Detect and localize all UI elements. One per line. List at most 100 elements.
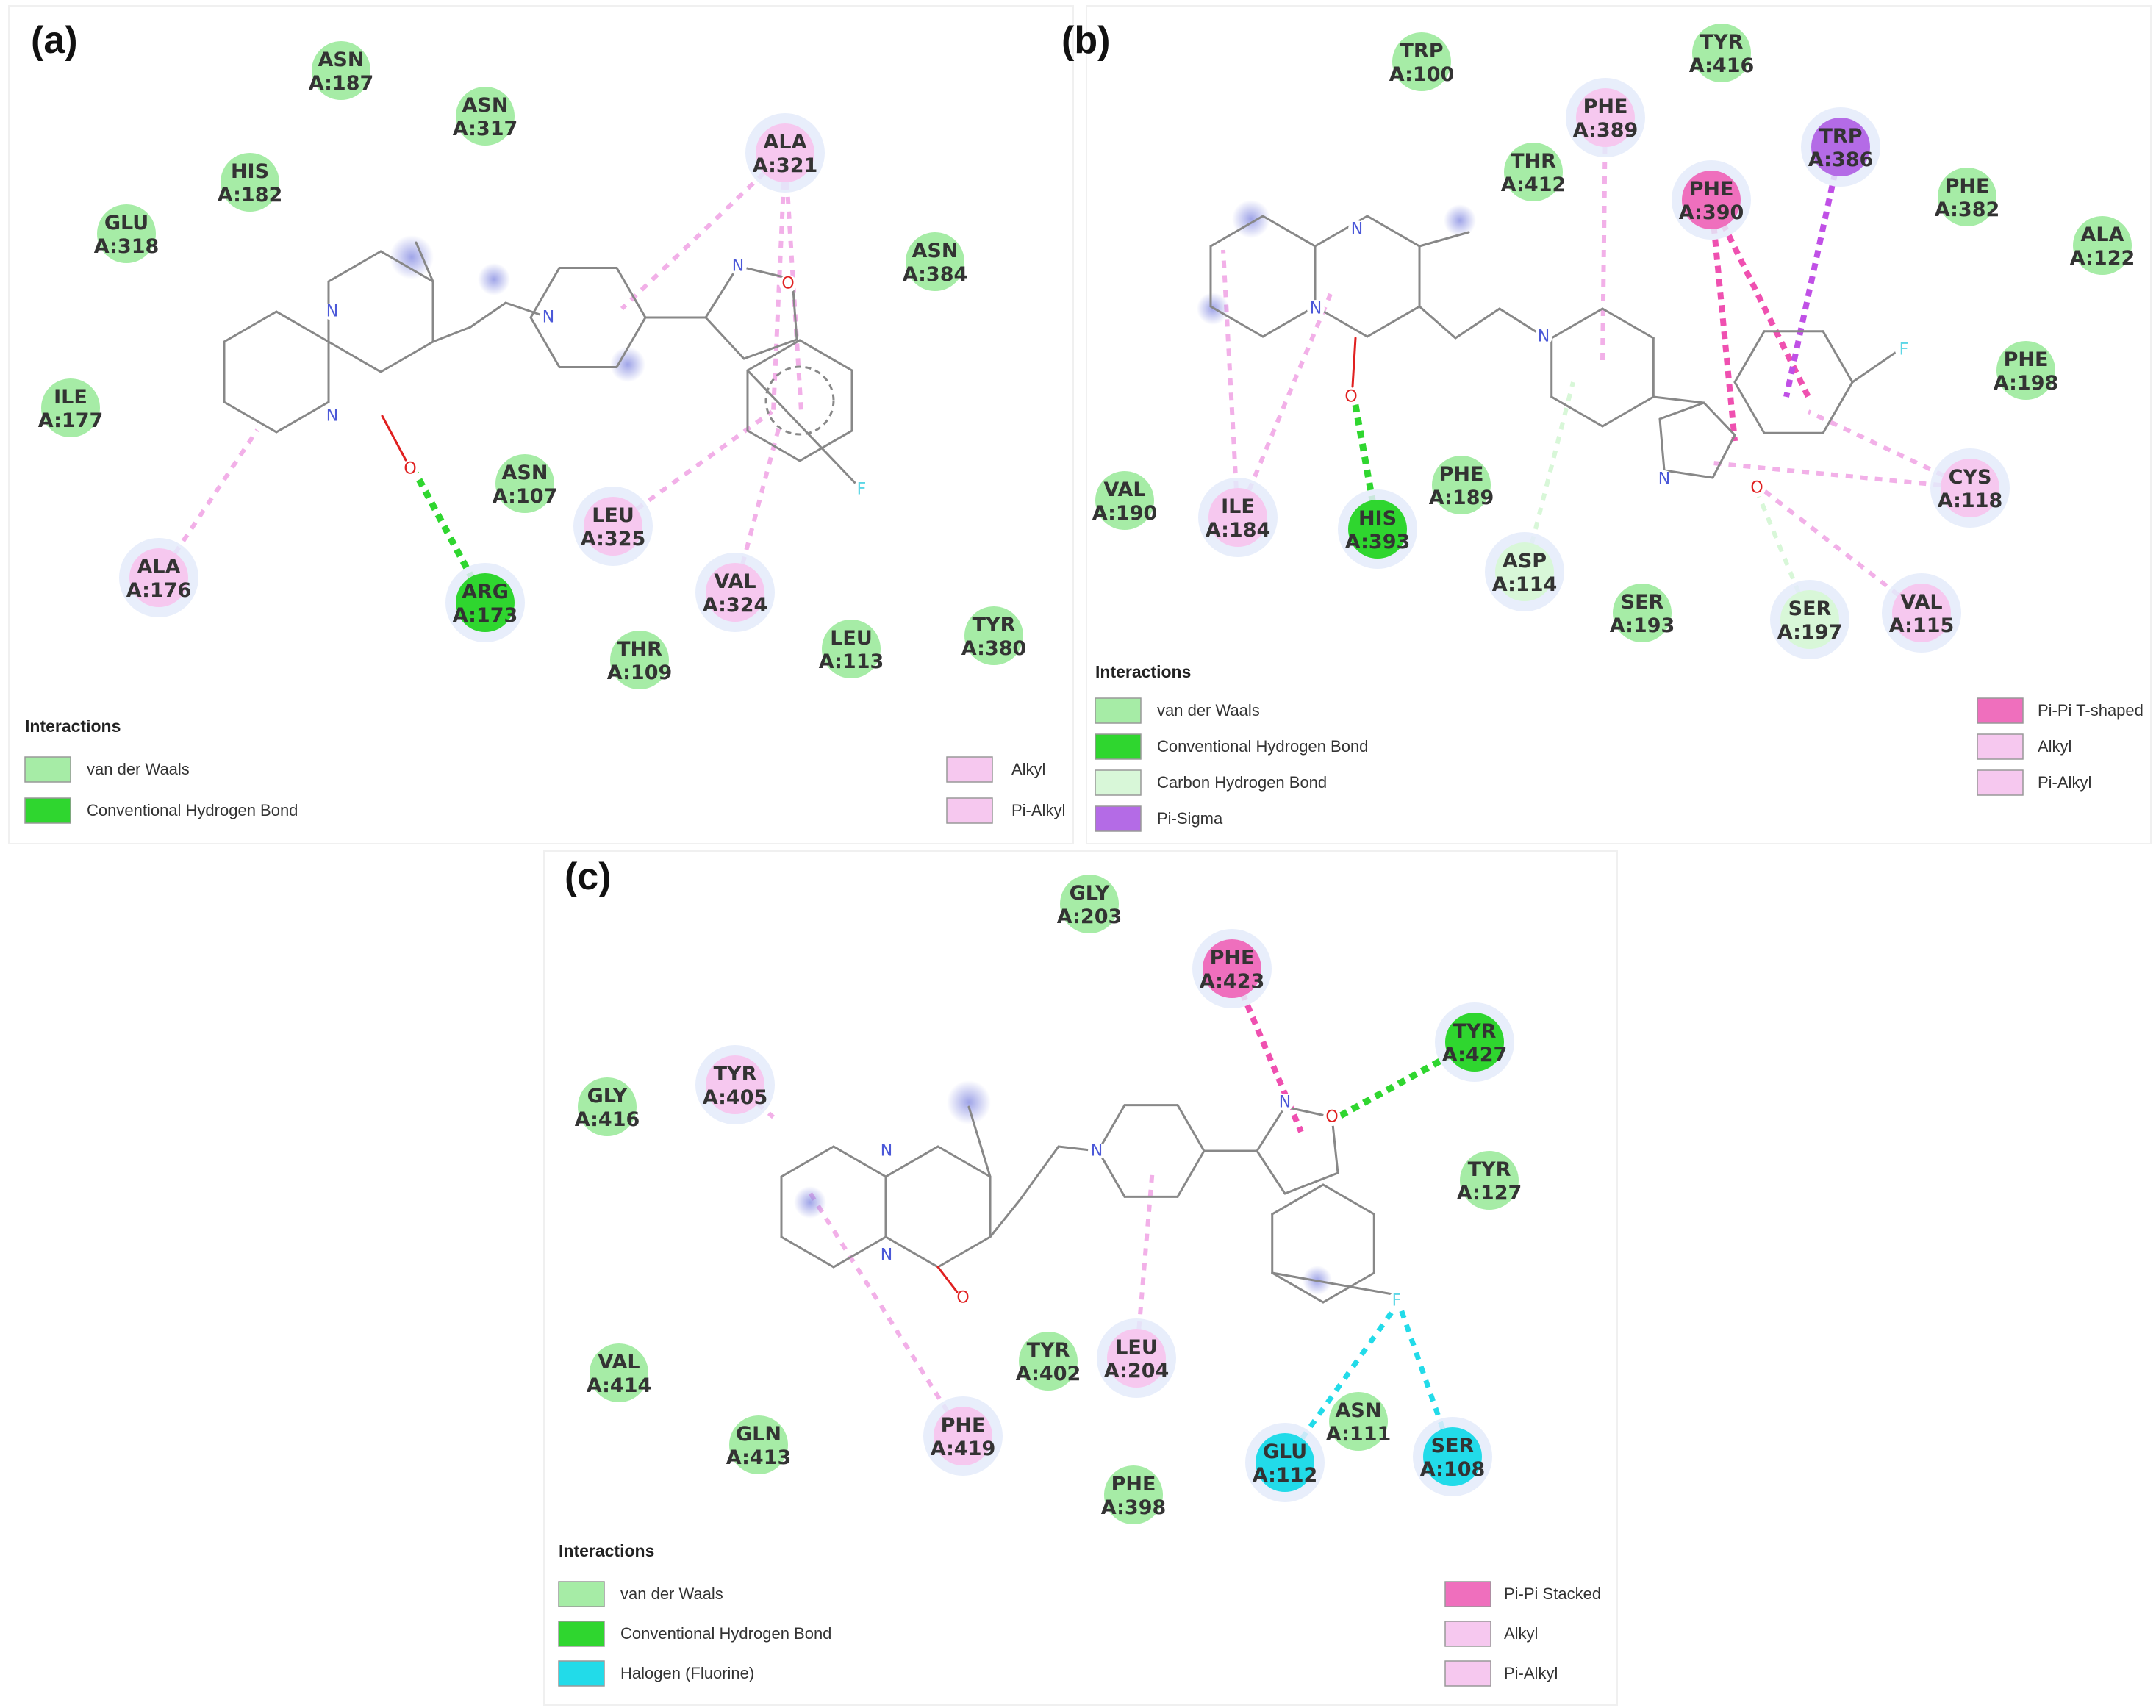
residue-name: HIS: [231, 160, 269, 183]
residue-name: VAL: [1103, 478, 1145, 501]
residue-disc: [706, 563, 764, 622]
residue-disc: [1682, 171, 1741, 229]
bond-line: [884, 1235, 939, 1269]
bond-line: [275, 401, 330, 434]
residue-number: A:189: [1429, 487, 1494, 509]
residue-number: A:190: [1092, 502, 1158, 525]
residue-name: GLN: [736, 1423, 781, 1446]
panel-frame-c: [543, 850, 1618, 1706]
residue-name: GLY: [587, 1085, 628, 1108]
residue-disc: [456, 87, 515, 146]
residue-disc: [1495, 542, 1554, 601]
atom-o: O: [781, 275, 794, 293]
atom-f: F: [1392, 1292, 1402, 1310]
legend-title: Interactions: [25, 717, 121, 736]
legend-item-label: Conventional Hydrogen Bond: [87, 801, 298, 819]
bond-line: [223, 401, 278, 434]
residue-number: A:412: [1501, 173, 1566, 196]
residue-disc: [1576, 88, 1635, 147]
bond-line: [615, 316, 647, 369]
residue-disc: [1941, 459, 1999, 517]
bond-line: [780, 1235, 835, 1269]
bond-line: [936, 1266, 959, 1293]
bond-line: [1418, 305, 1457, 340]
legend-swatch-halogen: [558, 1660, 605, 1687]
bond-line: [1256, 1149, 1286, 1195]
bond-line: [1454, 307, 1501, 340]
bond-line: [1733, 381, 1766, 434]
legend-swatch-conv_hbond: [24, 797, 71, 824]
legend-item-label: van der Waals: [1157, 701, 1260, 720]
residue-number: A:389: [1573, 119, 1639, 142]
residue-number: A:204: [1104, 1360, 1170, 1382]
residue-number: A:414: [587, 1374, 652, 1397]
residue-name: ASN: [462, 94, 509, 117]
residue-disc: [706, 1055, 764, 1114]
panel-borders: [8, 5, 2152, 1706]
bond-line: [1351, 337, 1357, 388]
residue-number: A:115: [1889, 614, 1955, 637]
residue-disc: [1019, 1332, 1078, 1391]
bond-line: [615, 266, 647, 319]
residue-disc: [934, 1407, 992, 1465]
bond-line: [381, 415, 407, 462]
legend-swatch-carbon_hbond: [1095, 769, 1142, 796]
residue-name: TYR: [1468, 1158, 1511, 1181]
residue-disc: [610, 631, 669, 689]
residue-name: GLU: [1263, 1440, 1307, 1463]
atom-f: F: [1899, 341, 1909, 359]
residue-number: A:386: [1808, 148, 1874, 171]
atom-mask: [401, 460, 419, 478]
legend-swatch-conv_hbond: [1095, 733, 1142, 760]
residue-name: CYS: [1949, 466, 1992, 489]
legend-swatch-pi_pi: [1444, 1581, 1491, 1607]
legend-item-label: van der Waals: [620, 1585, 723, 1603]
bond-line: [469, 301, 507, 329]
residue-name: VAL: [1900, 591, 1942, 614]
legend-swatch-alkyl: [946, 797, 993, 824]
bond-line: [967, 1105, 992, 1178]
bond-line: [704, 316, 745, 360]
residue-number: A:177: [38, 409, 104, 432]
residue-disc: [1060, 875, 1119, 933]
atom-mask: [1348, 220, 1366, 238]
bond-line: [746, 339, 801, 372]
atom-mask: [1895, 341, 1913, 359]
legend-item-label: Halogen (Fluorine): [620, 1664, 754, 1682]
bond-line: [1283, 1171, 1339, 1195]
residue-number: A:118: [1938, 489, 2003, 512]
legend-item-label: Pi-Alkyl: [2038, 773, 2091, 792]
residue-name: PHE: [941, 1414, 986, 1437]
residue-disc: [1095, 471, 1154, 530]
residue-name: ASN: [1336, 1399, 1382, 1422]
residue-disc: [2073, 216, 2132, 275]
panel-labels: (a)(b)(c): [31, 19, 1110, 898]
legend-item-label: Pi-Sigma: [1157, 809, 1223, 828]
bond-line: [1550, 307, 1604, 340]
bond-line: [327, 340, 382, 373]
residue-disc: [964, 606, 1023, 665]
atom-n: N: [881, 1142, 892, 1160]
legend-item-label: Pi-Pi T-shaped: [2038, 701, 2144, 720]
residue-disc: [221, 153, 279, 212]
bond-line: [1271, 1183, 1325, 1216]
residue-disc: [1811, 118, 1870, 176]
legend-item-label: Alkyl: [2038, 737, 2071, 756]
bond-line: [1209, 305, 1264, 338]
